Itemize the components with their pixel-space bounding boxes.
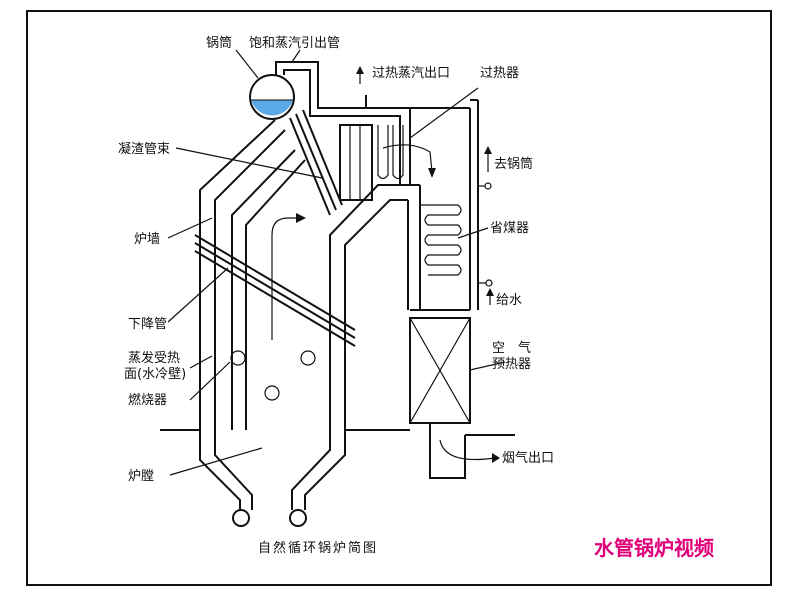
- steam-drum: [249, 74, 295, 120]
- bottom-header-right: [289, 509, 307, 527]
- furnace-wall-right: [291, 184, 421, 510]
- label-feedwater: 给水: [496, 293, 522, 308]
- feedwater-inlet: [478, 279, 494, 305]
- label-burner: 燃烧器: [128, 392, 167, 408]
- label-evaporating-surface-line1: 蒸发受热: [128, 350, 180, 366]
- label-to-drum: 去锅筒: [494, 156, 533, 172]
- superheater-outlet: [322, 66, 470, 109]
- label-evaporating-surface-line2: 面(水冷壁): [124, 367, 186, 382]
- slag-screen: [289, 109, 343, 216]
- label-economizer: 省煤器: [490, 221, 529, 236]
- diagram-frame: [26, 10, 772, 586]
- burner-right: [300, 350, 316, 366]
- label-furnace-wall: 炉墙: [134, 232, 160, 247]
- economizer: [420, 204, 462, 276]
- superheater: [339, 124, 436, 201]
- label-furnace-chamber: 炉膛: [128, 469, 154, 484]
- label-drum: 锅筒: [206, 35, 232, 51]
- air-preheater: [409, 309, 471, 424]
- bottom-header-left: [232, 509, 250, 527]
- label-slag-screen: 凝渣管束: [118, 141, 170, 157]
- label-flue-gas-outlet: 烟气出口: [502, 450, 554, 466]
- label-saturated-steam-pipe: 饱和蒸汽引出管: [249, 36, 340, 51]
- burner-left: [230, 350, 246, 366]
- economizer-riser: [469, 99, 492, 310]
- burner-center: [264, 385, 280, 401]
- brand-title: 水管锅炉视频: [594, 536, 714, 560]
- furnace-wall-left: [199, 119, 306, 510]
- label-air-preheater-line1: 空 气: [492, 340, 531, 356]
- label-superheated-steam-outlet: 过热蒸汽出口: [372, 66, 450, 81]
- crossing-tubes: [194, 234, 356, 347]
- figure-caption: 自然循环锅炉简图: [258, 540, 378, 556]
- flue-flow-arrow: [271, 213, 306, 340]
- flue-gas-outlet: [429, 423, 500, 479]
- label-air-preheater-line2: 预热器: [492, 357, 531, 372]
- label-downcomer: 下降管: [128, 317, 167, 332]
- saturated-steam-pipe: [275, 61, 411, 185]
- label-superheater: 过热器: [480, 66, 519, 81]
